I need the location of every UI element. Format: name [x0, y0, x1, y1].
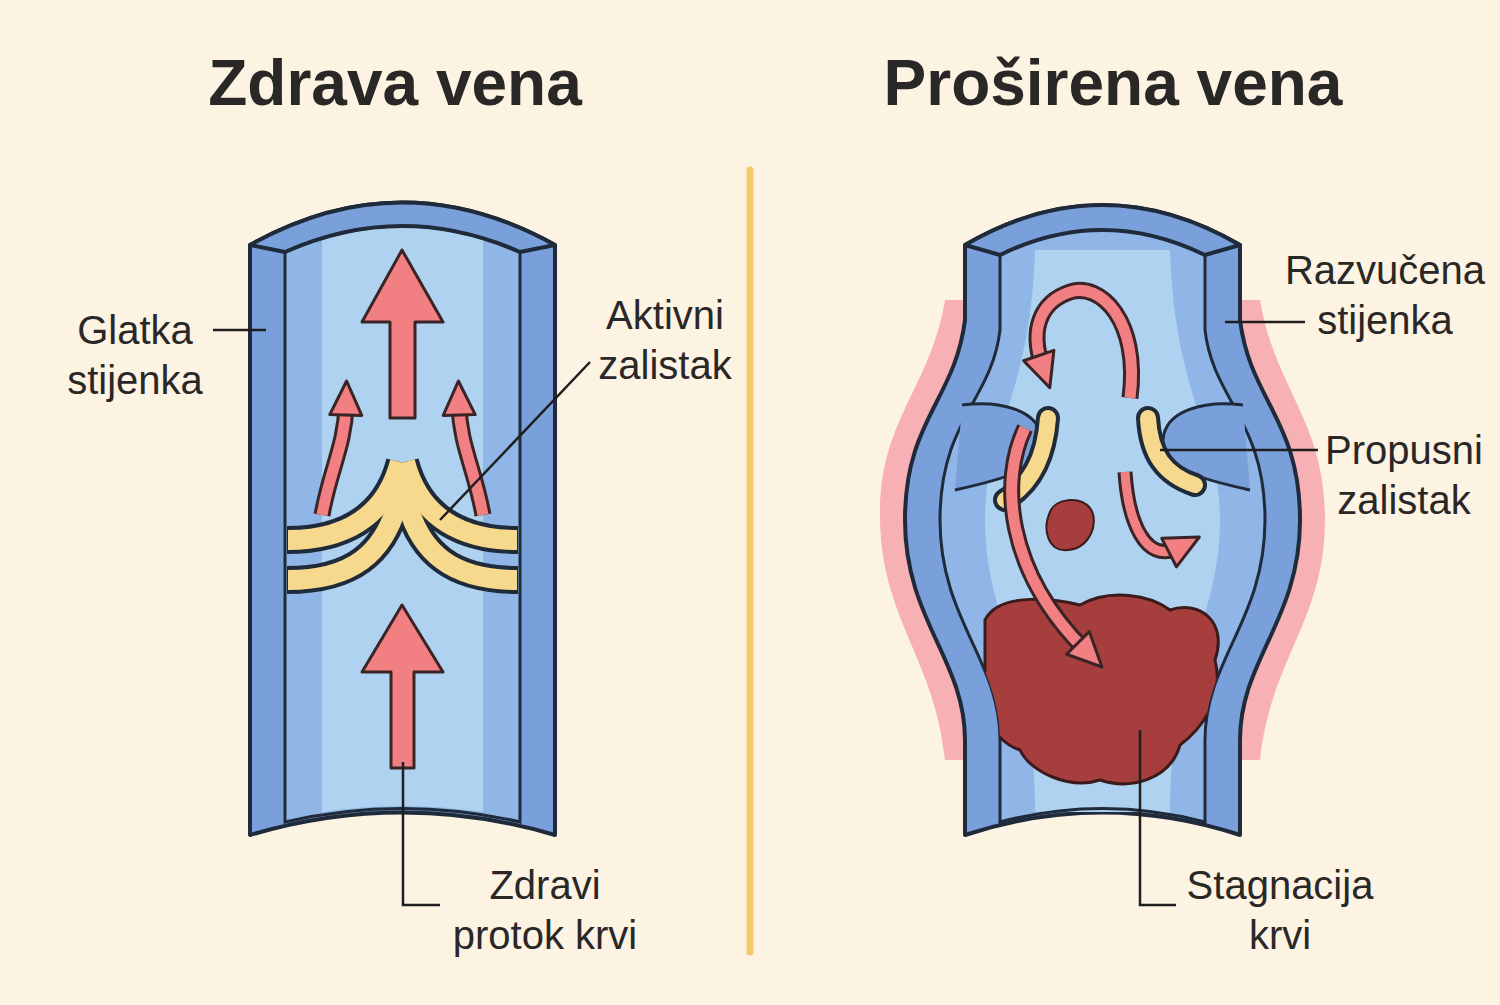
- panel-title: Zdrava vena: [45, 45, 745, 121]
- callout-label: Stagnacija krvi: [1180, 860, 1380, 960]
- healthy-vein: [250, 203, 555, 836]
- divider-line: [747, 170, 754, 952]
- callout-label: Zdravi protok krvi: [443, 860, 648, 960]
- callout-label: Glatka stijenka: [45, 305, 225, 405]
- panel-title: Proširena vena: [763, 45, 1463, 121]
- varicose-vein: [880, 205, 1325, 835]
- callout-label: Razvučena stijenka: [1278, 245, 1493, 345]
- callout-label: Aktivni zalistak: [575, 290, 755, 390]
- callout-label: Propusni zalistak: [1314, 425, 1494, 525]
- leader-lines: [213, 322, 1318, 905]
